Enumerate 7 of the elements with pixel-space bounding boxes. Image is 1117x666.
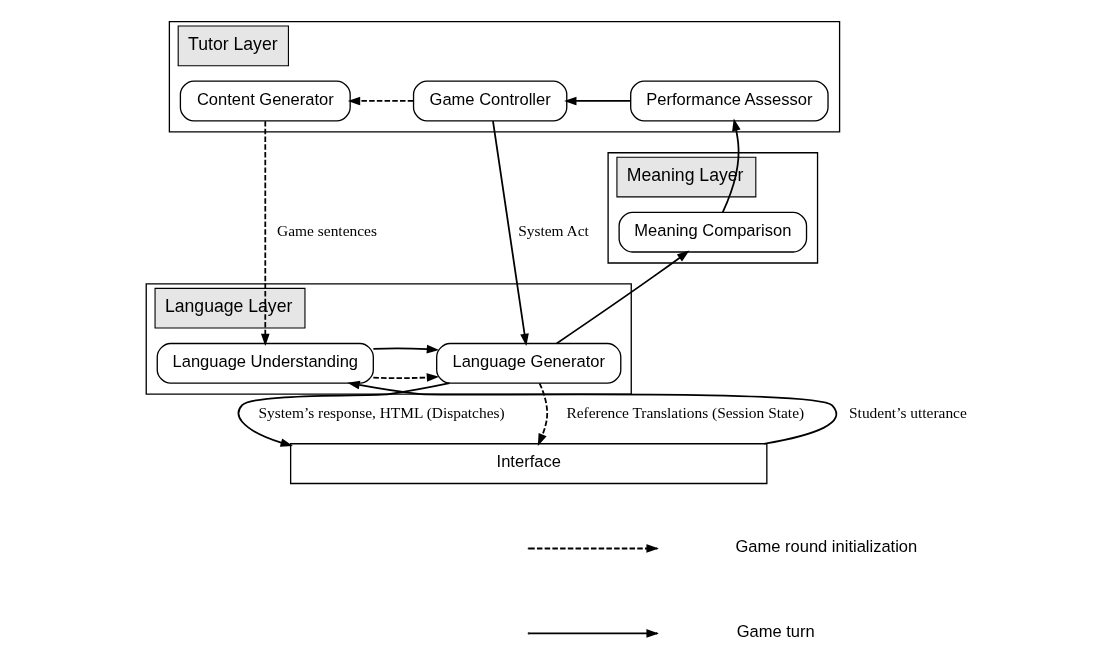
edge-label: Student’s utterance [849,403,967,421]
edge-label: Reference Translations (Session State) [566,403,805,421]
legend-label: Game turn [736,622,815,642]
edge-label: Game sentences [277,222,377,240]
edge-label: System Act [518,222,589,240]
edge-label: System’s response, HTML (Dispatches) [258,403,505,421]
legend-label: Game round initialization [735,537,918,557]
